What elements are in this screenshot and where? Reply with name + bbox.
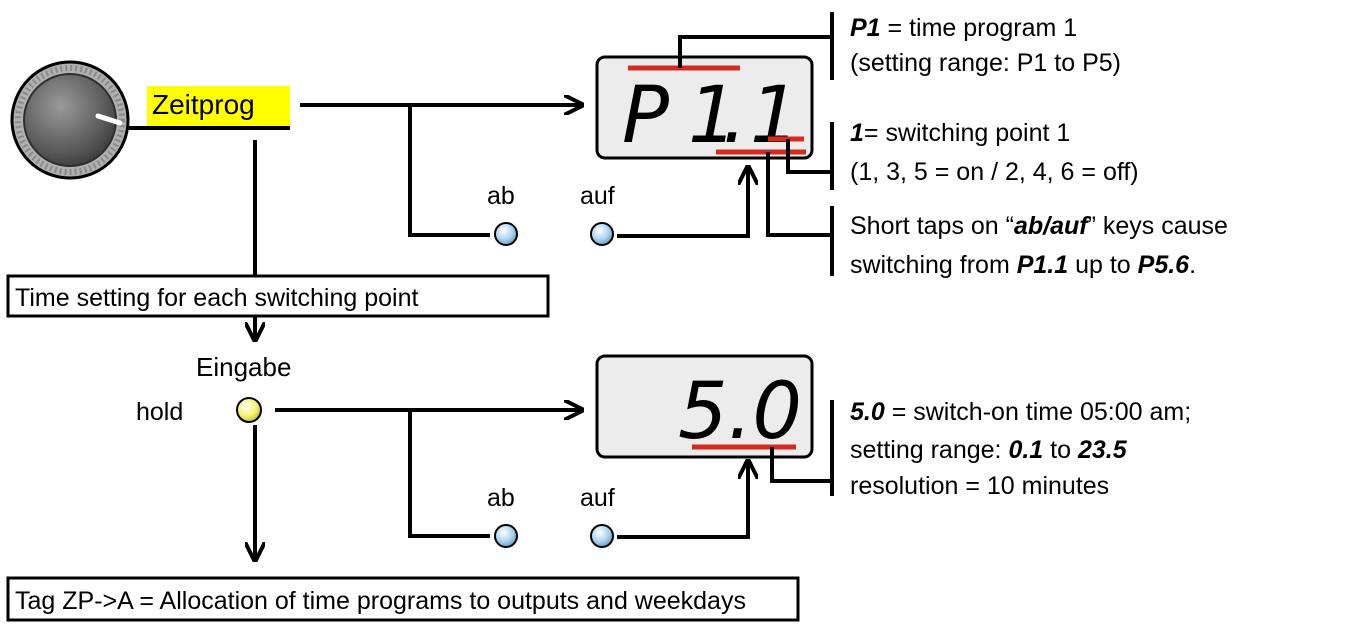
zeitprog-label: Zeitprog bbox=[152, 89, 255, 120]
eingabe-label: Eingabe bbox=[196, 352, 291, 382]
leader-time bbox=[770, 447, 832, 483]
leader-taps bbox=[766, 152, 832, 237]
zeitprog-highlight bbox=[147, 86, 290, 126]
button-ab-1[interactable] bbox=[494, 222, 518, 246]
annotation-program-range: (setting range: P1 to P5) bbox=[850, 49, 1121, 77]
display-2-time-value: 5.0 bbox=[678, 367, 802, 457]
annotation-time: 5.0 = switch-on time 05:00 am; bbox=[850, 398, 1191, 426]
arrow-auf-to-display-1 bbox=[617, 167, 748, 238]
allocation-label: Tag ZP->A = Allocation of time programs … bbox=[15, 587, 746, 615]
button-ab-label-2: ab bbox=[487, 484, 515, 512]
leader-point bbox=[786, 139, 832, 174]
branch-line-2 bbox=[408, 410, 490, 538]
selector-dial[interactable] bbox=[10, 60, 130, 180]
annotation-point: 1= switching point 1 bbox=[850, 119, 1070, 147]
annotation-taps-line2: switching from P1.1 up to P5.6. bbox=[850, 251, 1196, 279]
display-1-point-number: 1 bbox=[750, 71, 800, 161]
leader-program bbox=[678, 35, 832, 68]
arrow-auf-to-display-2 bbox=[617, 461, 748, 539]
display-2: 5.0 bbox=[595, 354, 814, 459]
button-ab-2[interactable] bbox=[494, 524, 518, 548]
time-setting-box bbox=[6, 274, 550, 318]
display-1-dot: . bbox=[722, 71, 747, 161]
annotation-time-range: setting range: 0.1 to 23.5 bbox=[850, 436, 1128, 464]
annotation-point-range: (1, 3, 5 = on / 2, 4, 6 = off) bbox=[850, 158, 1139, 186]
hold-label: hold bbox=[136, 398, 183, 426]
button-auf-1[interactable] bbox=[590, 222, 614, 246]
button-auf-label-1: auf bbox=[580, 182, 615, 210]
allocation-box bbox=[6, 576, 800, 622]
dial-pointer bbox=[95, 113, 123, 126]
branch-line-1 bbox=[408, 105, 490, 237]
button-ab-label-1: ab bbox=[487, 182, 515, 210]
display-1: P 1 . 1 bbox=[595, 55, 814, 161]
button-eingabe[interactable] bbox=[236, 397, 262, 423]
annotation-taps-line1: Short taps on “ab/auf” keys cause bbox=[850, 212, 1228, 240]
annotation-resolution: resolution = 10 minutes bbox=[850, 472, 1109, 500]
display-1-program-letter: P bbox=[622, 71, 669, 161]
button-auf-label-2: auf bbox=[580, 484, 615, 512]
annotation-program: P1 = time program 1 bbox=[850, 14, 1077, 42]
button-auf-2[interactable] bbox=[590, 524, 614, 548]
time-setting-label: Time setting for each switching point bbox=[15, 284, 418, 312]
display-1-program-number: 1 bbox=[688, 71, 738, 161]
